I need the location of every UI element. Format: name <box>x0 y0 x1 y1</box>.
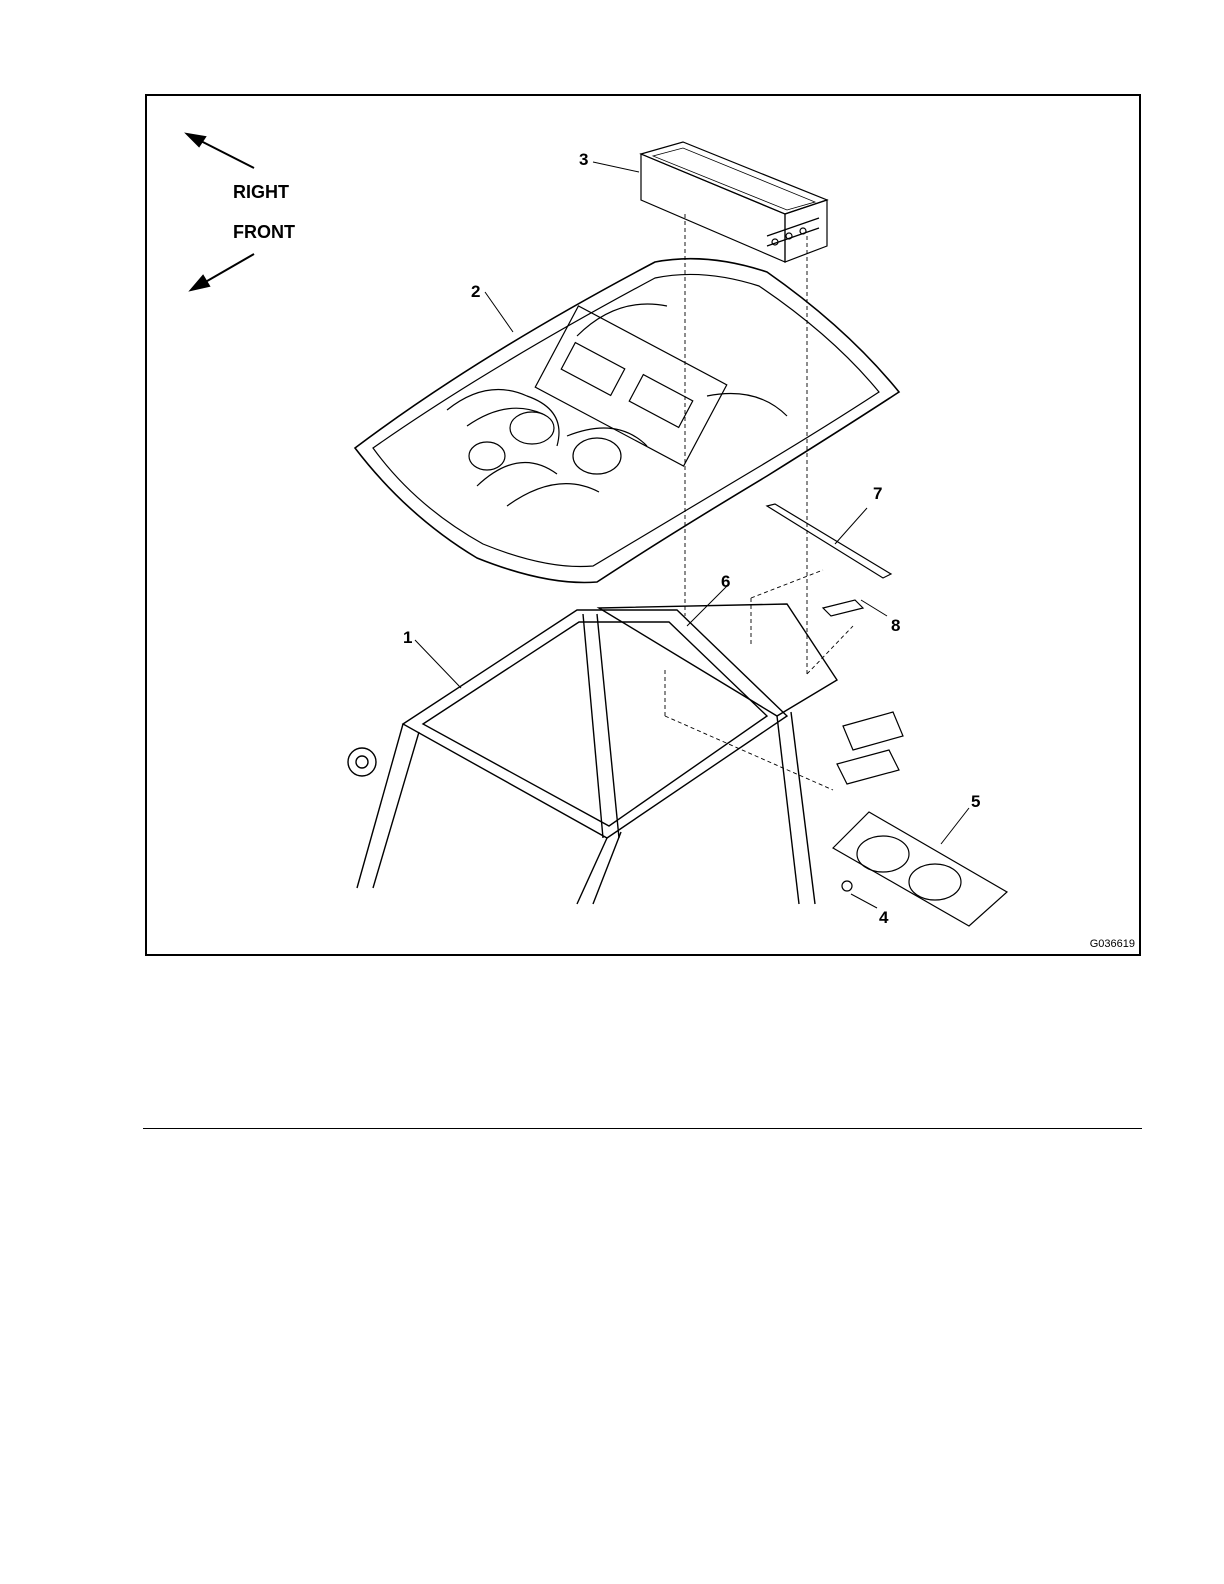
callout-8: 8 <box>891 616 900 636</box>
callout-6: 6 <box>721 572 730 592</box>
figure-frame: RIGHT FRONT 1 2 3 4 5 6 7 8 G036619 <box>145 94 1141 956</box>
part-5-plate <box>833 812 1007 926</box>
page-divider <box>143 1128 1142 1129</box>
exploded-assembly-illustration <box>147 96 1143 958</box>
part-7-strip <box>767 504 891 578</box>
callout-7: 7 <box>873 484 882 504</box>
direction-arrows <box>187 134 254 290</box>
callout-4: 4 <box>879 908 888 928</box>
part-1-cab-frame <box>348 604 837 904</box>
part-8-bracket <box>823 600 863 616</box>
direction-label-right: RIGHT <box>233 182 289 203</box>
callout-3: 3 <box>579 150 588 170</box>
part-4-filter <box>837 712 903 891</box>
callout-5: 5 <box>971 792 980 812</box>
part-2-roof-assembly <box>355 259 899 583</box>
direction-label-front: FRONT <box>233 222 295 243</box>
part-3-module <box>641 142 827 262</box>
figure-id: G036619 <box>1090 938 1135 950</box>
alignment-lines <box>665 214 853 790</box>
callout-1: 1 <box>403 628 412 648</box>
callout-2: 2 <box>471 282 480 302</box>
